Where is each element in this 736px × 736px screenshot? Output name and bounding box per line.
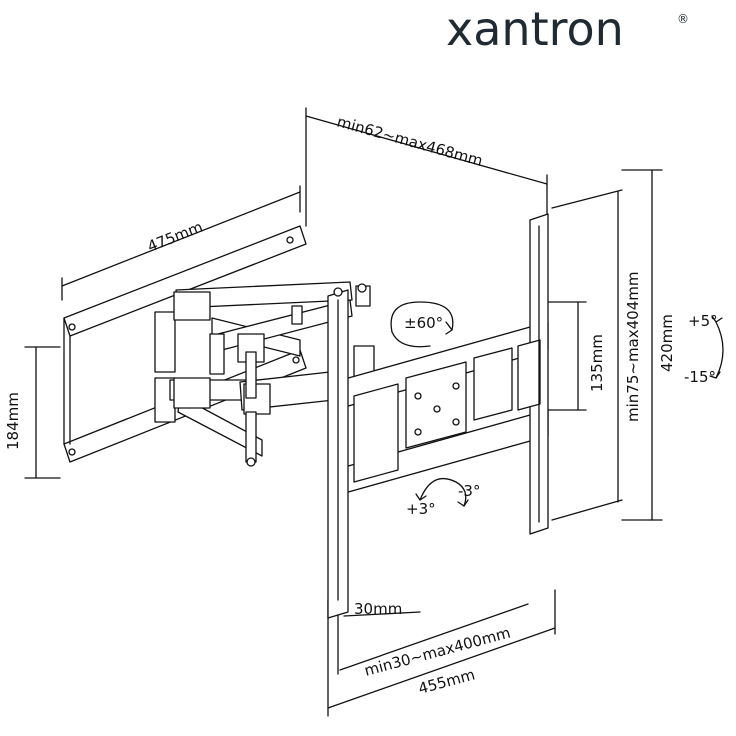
plate-height-label: 420mm <box>658 314 676 372</box>
wall-plate-height-label: 184mm <box>4 392 22 450</box>
tilt-up-label: +5° <box>688 312 718 330</box>
plate-width-label: 455mm <box>416 666 477 698</box>
vesa-horizontal-label: min30~max400mm <box>362 624 512 680</box>
registered-mark: ® <box>677 12 689 26</box>
arm-length-label: 475mm <box>145 218 205 256</box>
rotate-minus-label: -3° <box>458 482 480 500</box>
vesa-vertical-dimensions <box>547 169 663 521</box>
depth-dimension <box>305 107 548 227</box>
vesa-vertical-inner-label: 135mm <box>588 334 606 392</box>
tv-bracket <box>327 213 549 619</box>
wall-plate-height-dimension <box>24 346 61 479</box>
tilt-arrow <box>709 315 724 379</box>
vesa-vertical-label: min75~max404mm <box>624 272 642 422</box>
brand-logo: xantron <box>446 2 624 56</box>
rotate-arrow <box>415 477 469 507</box>
tilt-angle-label: ±60° <box>404 314 443 332</box>
swing-arms <box>169 281 375 467</box>
arm-length-dimension <box>61 185 301 301</box>
depth-label: min62~max468mm <box>335 113 485 171</box>
swivel-arrow <box>390 301 454 348</box>
spacing-label: 30mm <box>354 600 402 618</box>
rotate-plus-label: +3° <box>406 500 436 518</box>
tilt-down-label: -15° <box>684 368 716 386</box>
